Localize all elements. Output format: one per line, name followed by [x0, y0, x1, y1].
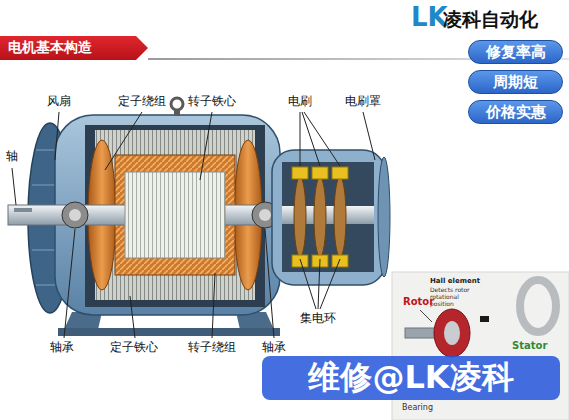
slip-ring-housing: [378, 157, 390, 277]
leader-lines: [320, 259, 340, 309]
feature-button: 价格实惠: [468, 100, 563, 124]
inset-label: Hall element: [430, 277, 480, 285]
node-text: 价格实惠: [486, 103, 546, 122]
leader-lines: [318, 259, 320, 309]
motor-housing: [171, 98, 183, 110]
part-label: 轴: [6, 150, 18, 164]
feature-button: 周期短: [468, 70, 563, 94]
title-text: 电机基本构造: [8, 39, 92, 55]
inset-label: Rotor: [403, 296, 434, 308]
rotor-winding: [115, 155, 235, 275]
slip-ring-housing: [272, 150, 390, 285]
bearing: [259, 209, 271, 221]
bearing: [69, 209, 81, 221]
slip-rings: [314, 177, 326, 257]
part-label: 集电环: [300, 312, 336, 326]
leader-lines: [212, 273, 215, 338]
slip-ring-housing: [272, 150, 385, 285]
leader-lines: [200, 112, 212, 180]
inset-photo: [520, 280, 556, 332]
feature-button: 修复率高: [468, 40, 563, 64]
leader-lines: [12, 112, 375, 338]
leader-lines: [300, 112, 301, 166]
leader-lines: [363, 112, 375, 160]
inset-label: Bearing: [402, 403, 433, 412]
leader-lines: [64, 229, 75, 338]
slip-ring-housing: [282, 162, 374, 272]
leader-lines: [300, 259, 316, 309]
rotor-core: [125, 172, 225, 258]
brushes: [332, 255, 348, 267]
leader-lines: [302, 112, 320, 166]
node-text: 周期短: [493, 73, 538, 92]
slip-rings: [294, 177, 306, 257]
leader-lines: [130, 296, 135, 338]
slip-rings: [294, 177, 346, 257]
bearing: [62, 202, 88, 228]
shaft: [14, 208, 32, 212]
brushes: [292, 167, 308, 179]
inset-photo: [420, 310, 432, 322]
bearing: [62, 202, 278, 228]
slip-rings: [334, 177, 346, 257]
node-text: 维修@LK凌科: [308, 356, 513, 400]
part-label: 电刷罩: [345, 95, 381, 109]
header-band: [0, 36, 148, 60]
leader-lines: [12, 168, 16, 205]
inset-photo: [434, 309, 470, 357]
brushes: [292, 255, 308, 267]
inset-label: Stator: [512, 340, 547, 352]
part-label: 轴承: [50, 341, 74, 355]
brushes: [312, 167, 328, 179]
part-label: 轴承: [262, 341, 286, 355]
part-label: 风扇: [47, 95, 71, 109]
part-label: 转子绕组: [188, 341, 236, 355]
part-label: 定子绕组: [118, 95, 166, 109]
motor-feet: [58, 328, 280, 336]
leader-lines: [55, 112, 59, 160]
logo-mark: LK: [411, 3, 448, 33]
rotor-winding: [115, 155, 235, 275]
inset-photo: [444, 321, 460, 345]
company-name: 凌科自动化: [443, 9, 538, 31]
part-label: 转子铁心: [188, 95, 236, 109]
leader-lines: [265, 229, 274, 338]
leader-lines: [304, 112, 340, 166]
rotor-core: [125, 172, 225, 258]
leader-lines: [105, 112, 142, 170]
part-label: 电刷: [288, 95, 312, 109]
part-label: 定子铁心: [110, 341, 158, 355]
watermark-band: 维修@LK凌科: [262, 356, 560, 400]
node-text: 修复率高: [486, 43, 546, 62]
inset-note: Detects rotor rotational position: [430, 287, 478, 308]
inset-photo: [480, 316, 489, 322]
inset-photo: [405, 328, 435, 338]
motor-housing: [174, 109, 180, 116]
brushes: [292, 167, 348, 267]
brushes: [332, 167, 348, 179]
